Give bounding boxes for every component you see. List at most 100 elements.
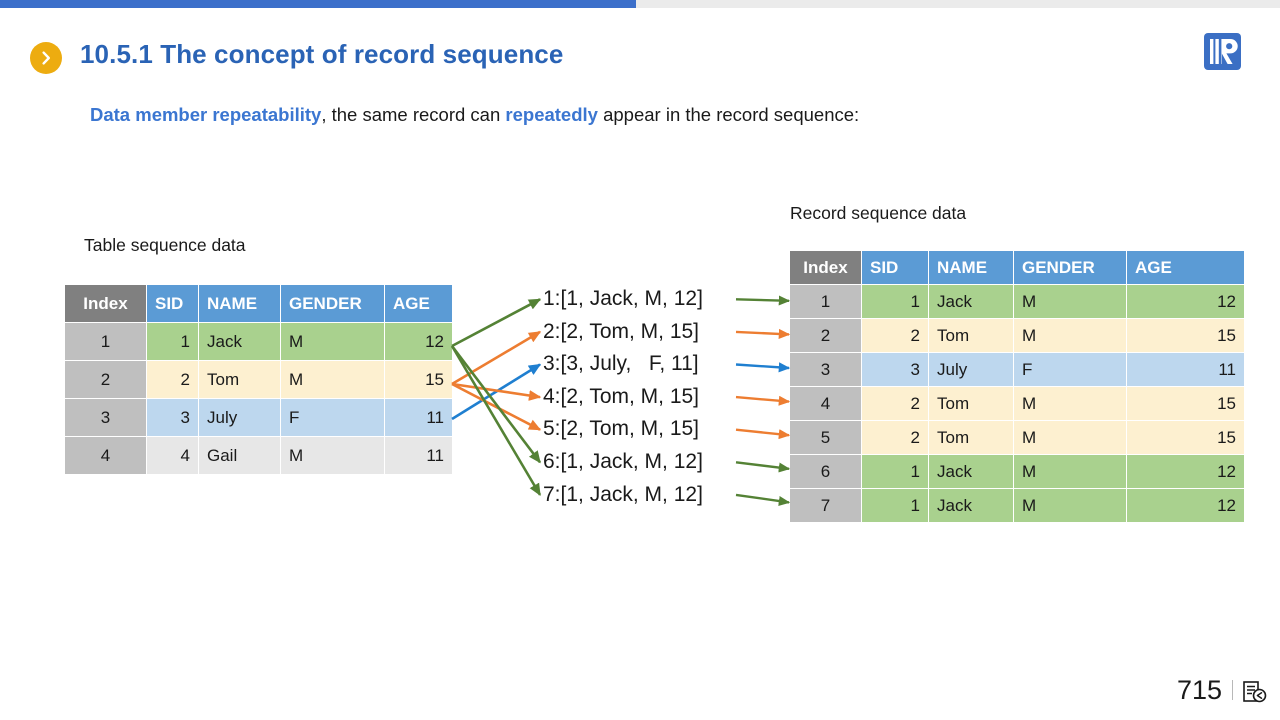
cell-gender: M bbox=[280, 360, 385, 399]
cell-name: Jack bbox=[928, 284, 1014, 319]
cell-index: 1 bbox=[64, 322, 147, 361]
cell-gender: M bbox=[1013, 284, 1127, 319]
cell-index: 3 bbox=[64, 398, 147, 437]
column-header-name[interactable]: NAME bbox=[198, 284, 281, 323]
record-list-item: 5:[2, Tom, M, 15] bbox=[543, 417, 700, 441]
cell-name: Gail bbox=[198, 436, 281, 475]
cell-gender: M bbox=[1013, 488, 1127, 523]
cell-name: Jack bbox=[198, 322, 281, 361]
cell-sid: 3 bbox=[146, 398, 199, 437]
cell-name: July bbox=[928, 352, 1014, 387]
cell-gender: F bbox=[1013, 352, 1127, 387]
cell-age: 12 bbox=[1126, 454, 1245, 489]
cell-index: 2 bbox=[789, 318, 862, 353]
column-header-index[interactable]: Index bbox=[64, 284, 147, 323]
cell-gender: M bbox=[280, 436, 385, 475]
cell-sid: 2 bbox=[861, 420, 929, 455]
cell-name: Tom bbox=[928, 420, 1014, 455]
cell-sid: 1 bbox=[861, 284, 929, 319]
cell-gender: M bbox=[1013, 318, 1127, 353]
left-table-caption: Table sequence data bbox=[84, 235, 246, 255]
cell-index: 4 bbox=[789, 386, 862, 421]
cell-sid: 1 bbox=[146, 322, 199, 361]
record-list-item: 2:[2, Tom, M, 15] bbox=[543, 319, 700, 343]
progress-bar-fill bbox=[0, 0, 637, 8]
cell-index: 4 bbox=[64, 436, 147, 475]
column-header-name[interactable]: NAME bbox=[928, 250, 1014, 285]
cell-name: Jack bbox=[928, 488, 1014, 523]
chevron-right-icon bbox=[30, 42, 62, 74]
document-history-icon[interactable] bbox=[1242, 680, 1268, 704]
cell-name: Tom bbox=[928, 318, 1014, 353]
cell-index: 3 bbox=[789, 352, 862, 387]
cell-name: Tom bbox=[198, 360, 281, 399]
cell-index: 2 bbox=[64, 360, 147, 399]
cell-name: Jack bbox=[928, 454, 1014, 489]
cell-index: 5 bbox=[789, 420, 862, 455]
record-list-item: 1:[1, Jack, M, 12] bbox=[543, 287, 703, 310]
column-header-gender[interactable]: GENDER bbox=[1013, 250, 1127, 285]
record-list-item: 3:[3, July, F, 11] bbox=[543, 352, 699, 376]
column-header-age[interactable]: AGE bbox=[384, 284, 453, 323]
cell-name: July bbox=[198, 398, 281, 437]
cell-gender: M bbox=[280, 322, 385, 361]
subtitle-plain-2: appear in the record sequence: bbox=[597, 104, 860, 125]
cell-age: 15 bbox=[384, 360, 453, 399]
column-header-sid[interactable]: SID bbox=[861, 250, 929, 285]
cell-gender: F bbox=[280, 398, 385, 437]
cell-age: 11 bbox=[1126, 352, 1245, 387]
column-header-sid[interactable]: SID bbox=[146, 284, 199, 323]
record-list-item: 4:[2, Tom, M, 15] bbox=[543, 384, 700, 408]
table-header-row: Index SID NAME GENDER AGE bbox=[64, 284, 453, 323]
cell-gender: M bbox=[1013, 454, 1127, 489]
cell-sid: 2 bbox=[861, 386, 929, 421]
progress-bar-track[interactable] bbox=[0, 0, 1280, 8]
cell-age: 15 bbox=[1126, 386, 1245, 421]
cell-age: 11 bbox=[384, 398, 453, 437]
page-title: 10.5.1 The concept of record sequence bbox=[80, 39, 564, 69]
cell-age: 12 bbox=[1126, 284, 1245, 319]
cell-gender: M bbox=[1013, 420, 1127, 455]
cell-age: 12 bbox=[384, 322, 453, 361]
cell-sid: 3 bbox=[861, 352, 929, 387]
cell-sid: 1 bbox=[861, 488, 929, 523]
cell-index: 1 bbox=[789, 284, 862, 319]
cell-index: 7 bbox=[789, 488, 862, 523]
cell-gender: M bbox=[1013, 386, 1127, 421]
cell-sid: 2 bbox=[146, 360, 199, 399]
cell-index: 6 bbox=[789, 454, 862, 489]
column-header-index[interactable]: Index bbox=[789, 250, 862, 285]
cell-sid: 4 bbox=[146, 436, 199, 475]
page-number: 715 bbox=[1176, 675, 1222, 705]
cell-sid: 1 bbox=[861, 454, 929, 489]
subtitle-highlight-2: repeatedly bbox=[505, 104, 598, 125]
cell-sid: 2 bbox=[861, 318, 929, 353]
record-sequence-list: 1:[1, Jack, M, 12] 2:[2, Tom, M, 15] 3:[3,… bbox=[543, 283, 743, 511]
cell-age: 11 bbox=[384, 436, 453, 475]
column-header-age[interactable]: AGE bbox=[1126, 250, 1245, 285]
table-header-row: Index SID NAME GENDER AGE bbox=[789, 250, 1245, 285]
column-header-gender[interactable]: GENDER bbox=[280, 284, 385, 323]
cell-age: 15 bbox=[1126, 318, 1245, 353]
brand-logo-icon bbox=[1202, 31, 1243, 72]
footer-divider bbox=[1232, 680, 1233, 700]
cell-age: 15 bbox=[1126, 420, 1245, 455]
subtitle-highlight-1: Data member repeatability bbox=[90, 104, 322, 125]
cell-name: Tom bbox=[928, 386, 1014, 421]
right-table-caption: Record sequence data bbox=[790, 203, 967, 223]
record-list-item: 7:[1, Jack, M, 12] bbox=[543, 482, 703, 506]
